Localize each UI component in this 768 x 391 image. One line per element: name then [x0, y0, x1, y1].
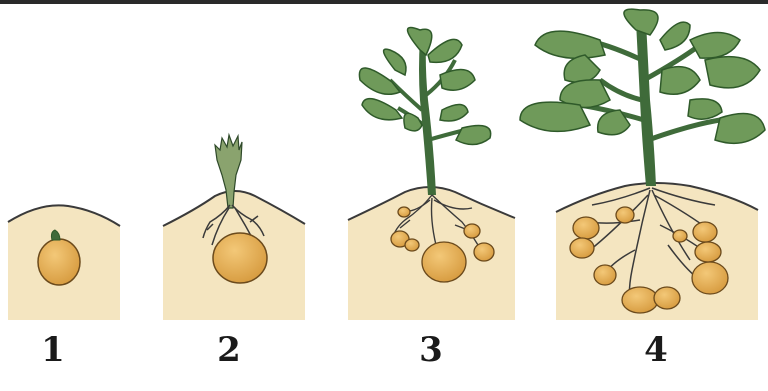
- stage-3-label: 3: [411, 330, 451, 370]
- stage-1-illustration: [8, 205, 120, 320]
- stage-2-illustration: [163, 135, 305, 320]
- stage-2-label: 2: [209, 330, 249, 370]
- stage-1-label: 1: [33, 330, 73, 370]
- stage-4-stem: [636, 22, 656, 186]
- stage-1-tuber: [38, 239, 80, 285]
- stage-3-illustration: [348, 28, 515, 321]
- stage-2-tuber: [213, 233, 267, 283]
- stage-4-label: 4: [636, 330, 676, 370]
- stage-4-illustration: [520, 9, 765, 320]
